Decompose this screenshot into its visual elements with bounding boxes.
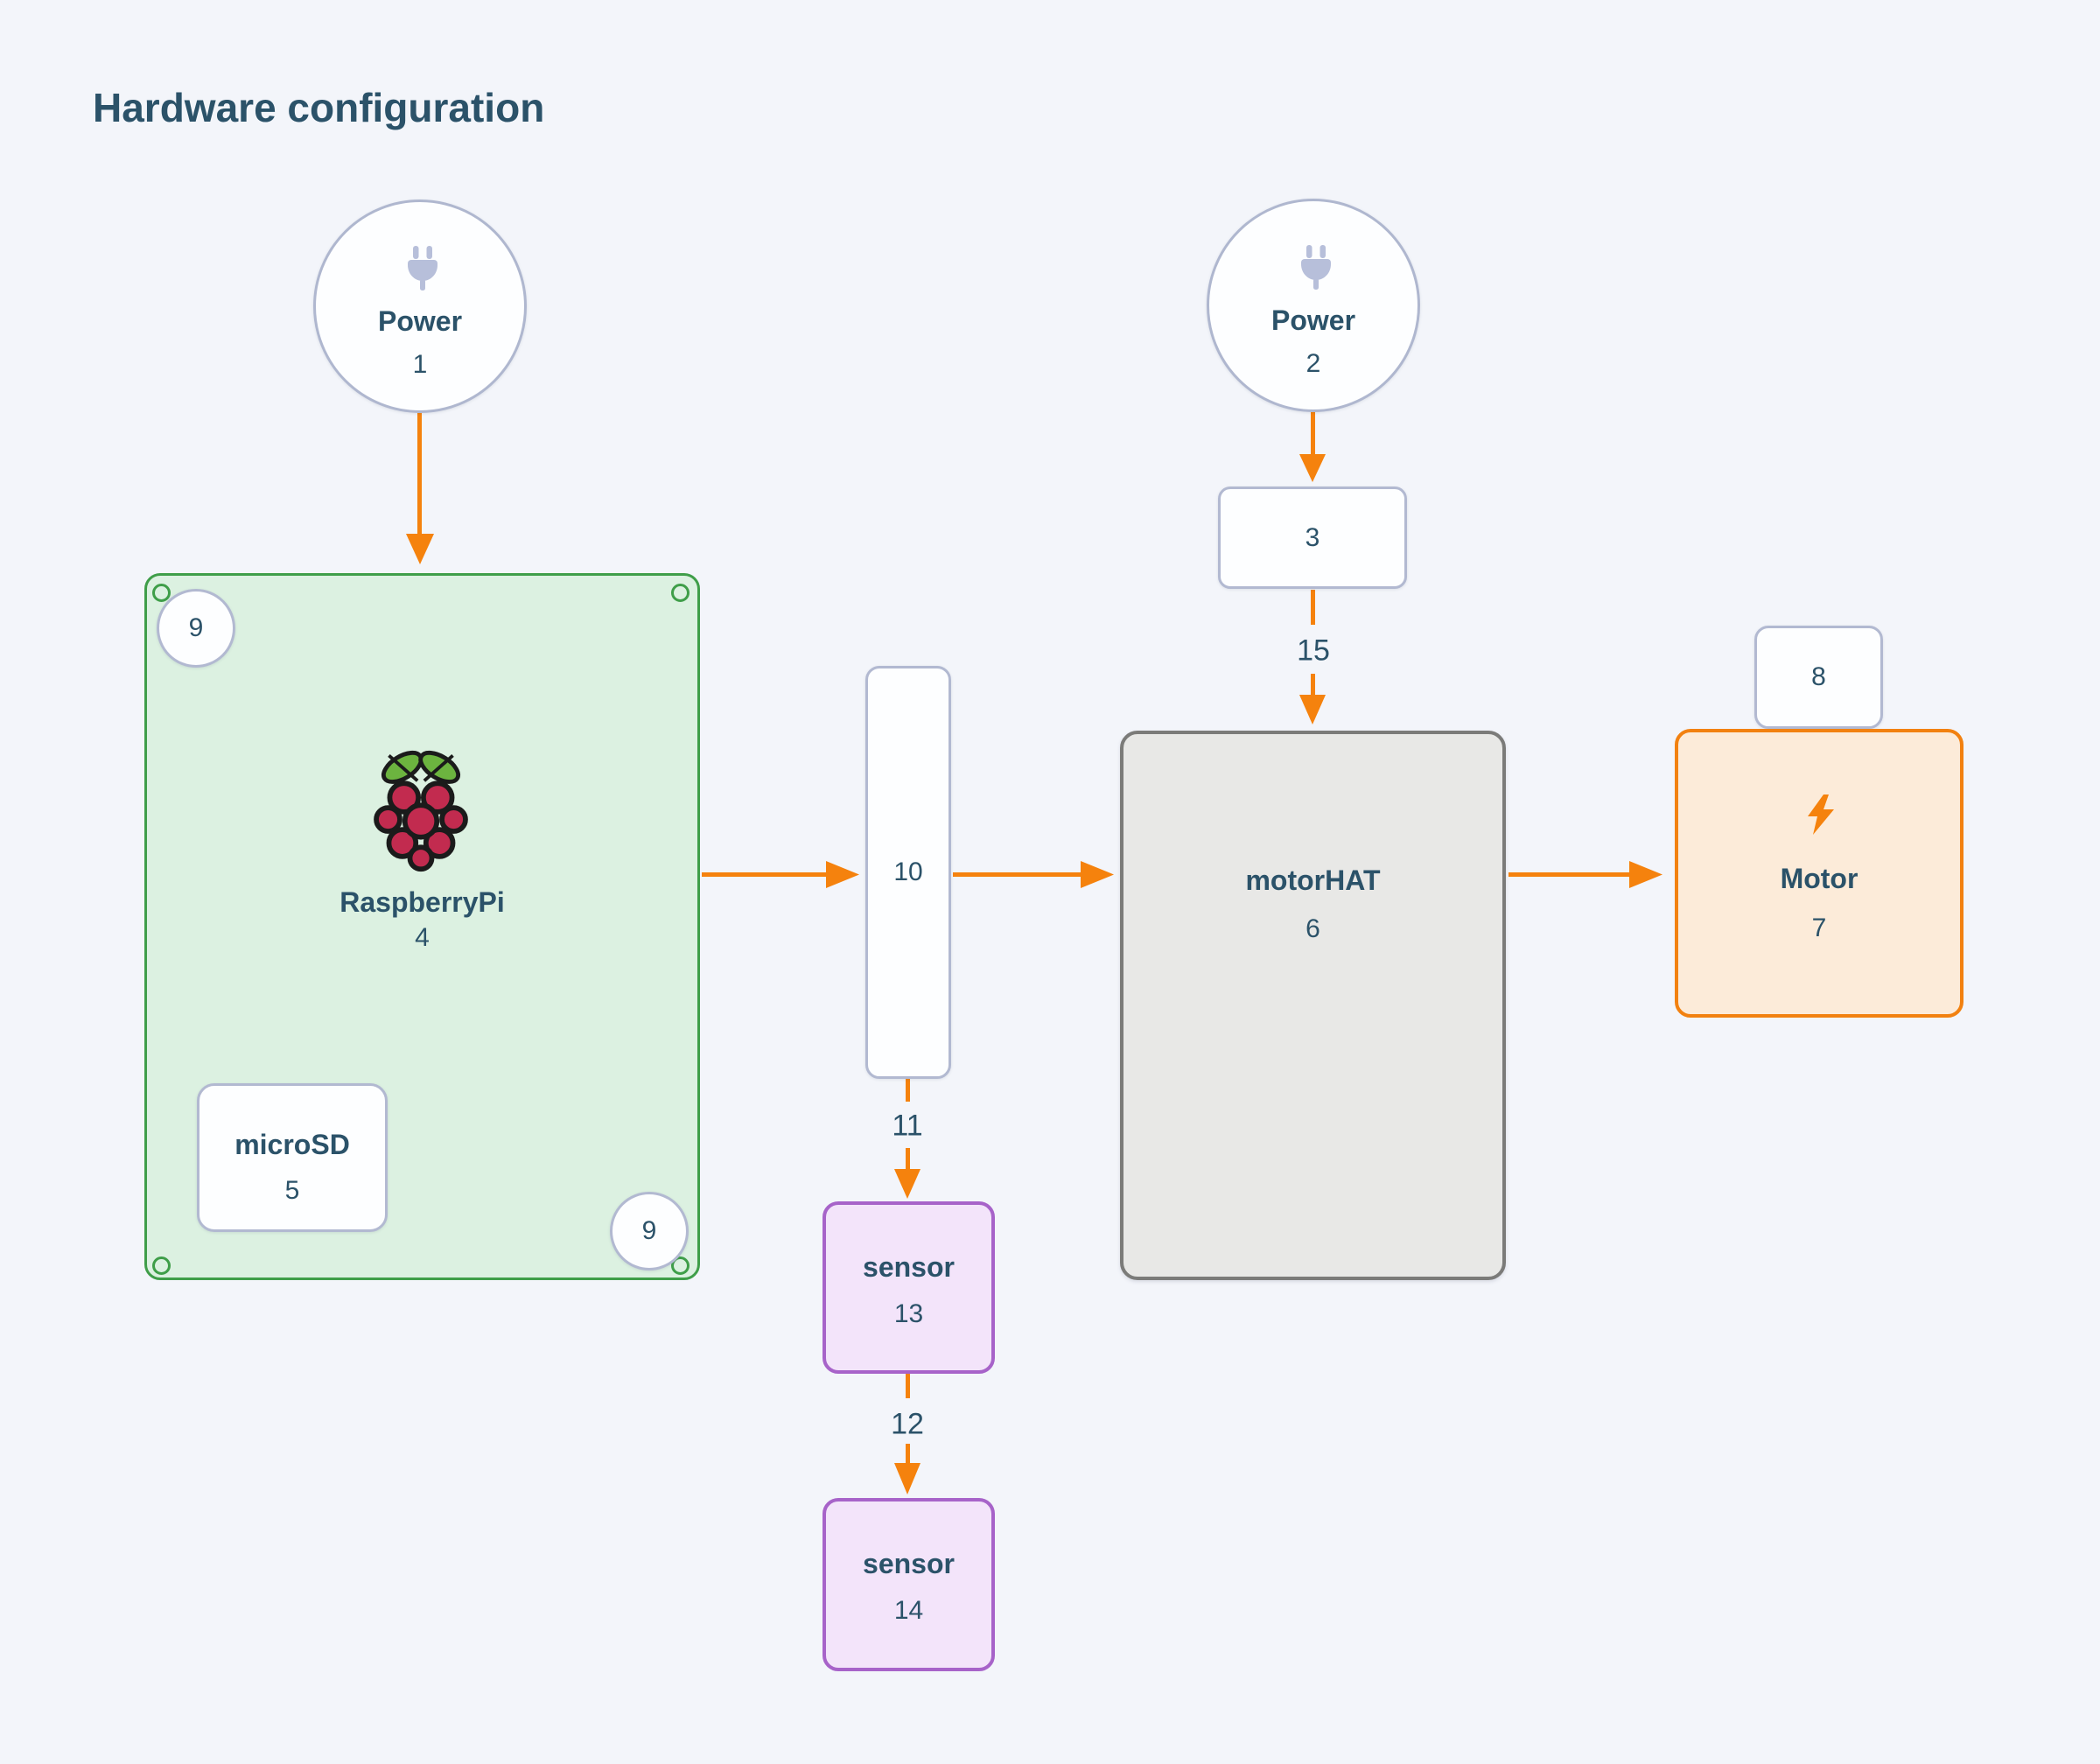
edge-line [906, 1374, 910, 1398]
arrowhead-right-icon [1629, 861, 1662, 888]
edge-line [906, 1148, 910, 1169]
arrowhead-right-icon [1081, 861, 1114, 888]
edge-line [953, 872, 1081, 877]
node-pin-9-top: 9 [157, 589, 235, 668]
node-label: Motor [1780, 863, 1858, 894]
node-number: 6 [1306, 914, 1320, 943]
node-number: 4 [415, 923, 430, 952]
arrowhead-down-icon [894, 1169, 920, 1199]
node-number: 5 [284, 1176, 300, 1205]
node-label: RaspberryPi [340, 886, 505, 918]
node-power-2: Power 2 [1207, 199, 1420, 412]
node-label: microSD [234, 1129, 350, 1160]
node-motorhat: motorHAT 6 [1120, 731, 1506, 1280]
arrowhead-down-icon [1299, 695, 1326, 724]
edge-line [906, 1079, 910, 1102]
node-number: 14 [893, 1596, 924, 1625]
node-box-3: 3 [1218, 486, 1407, 589]
screw-hole-icon [671, 584, 690, 602]
edge-line [1311, 590, 1315, 625]
arrowhead-down-icon [894, 1463, 920, 1494]
node-sensor-13: sensor 13 [822, 1201, 995, 1374]
node-microsd: microSD 5 [197, 1083, 388, 1232]
edge-label-15: 15 [1297, 634, 1330, 668]
arrowhead-down-icon [406, 534, 434, 564]
node-label: sensor [863, 1548, 955, 1579]
node-number: 13 [893, 1299, 924, 1328]
edge-line [906, 1444, 910, 1463]
edge-line [1311, 412, 1315, 456]
arrowhead-right-icon [826, 861, 859, 888]
edge-line [417, 413, 422, 536]
node-number: 2 [1306, 349, 1321, 378]
edge-line [1311, 674, 1315, 695]
node-label: sensor [863, 1251, 955, 1283]
node-power-1: Power 1 [313, 200, 527, 413]
edge-line [702, 872, 826, 877]
screw-hole-icon [671, 1256, 690, 1275]
screw-hole-icon [152, 584, 171, 602]
diagram-title: Hardware configuration [93, 85, 545, 130]
plug-icon [408, 246, 438, 290]
node-motor: Motor 7 [1675, 729, 1964, 1018]
lightning-bolt-icon [1808, 794, 1834, 835]
node-label: motorHAT [1245, 864, 1381, 896]
node-box-8: 8 [1754, 626, 1883, 729]
node-label: Power [377, 305, 463, 337]
node-sensor-14: sensor 14 [822, 1498, 995, 1671]
node-raspberrypi-board: 9 9 RaspberryPi 4 [144, 573, 700, 1280]
node-box-10: 10 [865, 666, 951, 1079]
plug-icon [1301, 245, 1331, 290]
screw-hole-icon [152, 1256, 171, 1275]
node-pin-9-bottom: 9 [610, 1192, 689, 1270]
node-label: Power [1270, 304, 1356, 336]
raspberry-pi-logo-icon [374, 750, 468, 872]
edge-line [1508, 872, 1629, 877]
edge-label-11: 11 [892, 1109, 923, 1143]
arrowhead-down-icon [1299, 454, 1326, 482]
node-number: 7 [1811, 914, 1827, 942]
edge-label-12: 12 [891, 1407, 924, 1441]
node-number: 1 [412, 350, 428, 379]
